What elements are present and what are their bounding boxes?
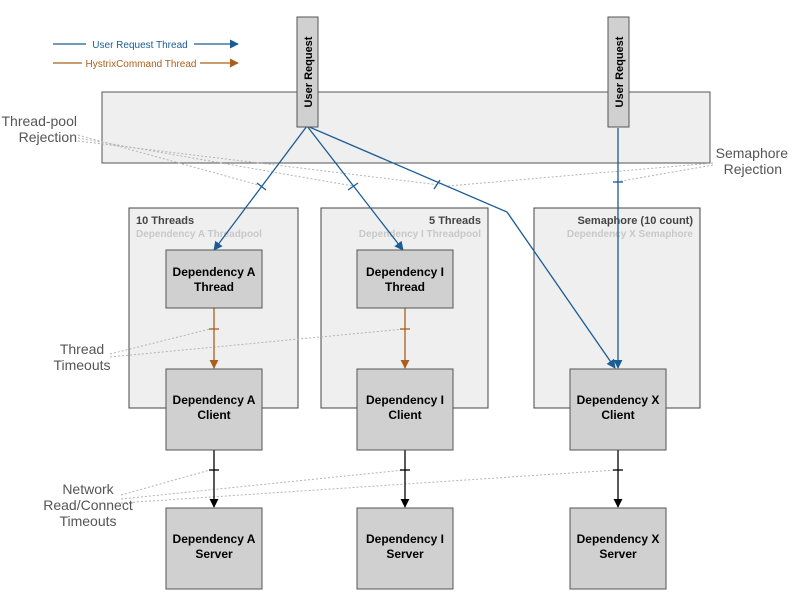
thread-pool-rejection-label: Thread-pool Rejection xyxy=(2,113,78,145)
network-timeouts-label: Network Read/Connect Timeouts xyxy=(43,481,133,529)
dependency-a-server-box: Dependency A Server xyxy=(165,507,263,590)
pool-a-subtitle: Dependency A Threadpool xyxy=(136,229,262,240)
dependency-a-client-box: Dependency A Client xyxy=(165,368,263,451)
user-request-2-box xyxy=(607,16,630,128)
rejection-ticks xyxy=(256,179,623,191)
svg-text:Dependency I: Dependency I xyxy=(366,265,444,279)
legend-hystrix-command-label: HystrixCommand Thread xyxy=(86,59,197,70)
hystrix-command-arrows xyxy=(209,308,410,369)
legend-user-request-label: User Request Thread xyxy=(92,40,187,51)
dependency-a-thread-box: Dependency A Thread xyxy=(165,249,263,309)
svg-text:Server: Server xyxy=(386,547,424,561)
request-to-i-thread-arrow xyxy=(306,125,404,251)
user-request-1: User Request xyxy=(296,16,319,128)
dependency-i-server-box: Dependency I Server xyxy=(356,507,454,590)
network-arrows xyxy=(209,450,623,508)
svg-text:Rejection: Rejection xyxy=(19,129,77,145)
dependency-i-thread-box: Dependency I Thread xyxy=(356,249,454,309)
dependency-i-client-box: Dependency I Client xyxy=(356,368,454,451)
svg-text:Thread: Thread xyxy=(60,341,104,357)
svg-text:Dependency A: Dependency A xyxy=(173,532,256,546)
dependency-x-server-box: Dependency X Server xyxy=(569,507,667,590)
legend: User Request Thread HystrixCommand Threa… xyxy=(53,37,239,70)
svg-text:Server: Server xyxy=(195,547,233,561)
svg-text:Timeouts: Timeouts xyxy=(59,513,116,529)
svg-text:Thread-pool: Thread-pool xyxy=(2,113,78,129)
svg-text:Thread: Thread xyxy=(385,280,425,294)
svg-text:Semaphore: Semaphore xyxy=(716,145,789,161)
svg-text:Client: Client xyxy=(197,408,230,422)
semaphore-rejection-label: Semaphore Rejection xyxy=(716,145,789,177)
svg-text:Dependency X: Dependency X xyxy=(577,532,660,546)
request-to-x-client-arrow xyxy=(306,125,616,369)
pool-i-subtitle: Dependency I Threadpool xyxy=(359,229,481,240)
svg-text:Client: Client xyxy=(601,408,634,422)
user-request-2-label: User Request xyxy=(614,36,626,107)
svg-text:Read/Connect: Read/Connect xyxy=(43,497,133,513)
svg-text:Dependency I: Dependency I xyxy=(366,393,444,407)
annotation-guide-lines xyxy=(77,134,714,504)
svg-text:Timeouts: Timeouts xyxy=(53,357,110,373)
svg-text:Client: Client xyxy=(388,408,421,422)
user-request-arrows xyxy=(213,125,623,369)
svg-text:Network: Network xyxy=(62,481,114,497)
pool-x-subtitle: Dependency X Semaphore xyxy=(567,229,694,240)
svg-text:Dependency I: Dependency I xyxy=(366,532,444,546)
pool-x-title: Semaphore (10 count) xyxy=(577,215,693,227)
dependency-x-client-box: Dependency X Client xyxy=(569,368,667,451)
user-request-1-label: User Request xyxy=(303,36,315,107)
pool-i-title: 5 Threads xyxy=(429,215,481,227)
user-request-1-box xyxy=(296,16,319,128)
user-request-2: User Request xyxy=(607,16,630,128)
svg-text:Dependency A: Dependency A xyxy=(173,393,256,407)
svg-text:Rejection: Rejection xyxy=(724,161,782,177)
svg-text:Dependency A: Dependency A xyxy=(173,265,256,279)
pool-a-title: 10 Threads xyxy=(136,215,194,227)
svg-text:Dependency X: Dependency X xyxy=(577,393,660,407)
svg-text:Thread: Thread xyxy=(194,280,234,294)
request-to-a-thread-arrow xyxy=(213,125,308,251)
thread-timeouts-label: Thread Timeouts xyxy=(53,341,110,373)
svg-text:Server: Server xyxy=(599,547,637,561)
